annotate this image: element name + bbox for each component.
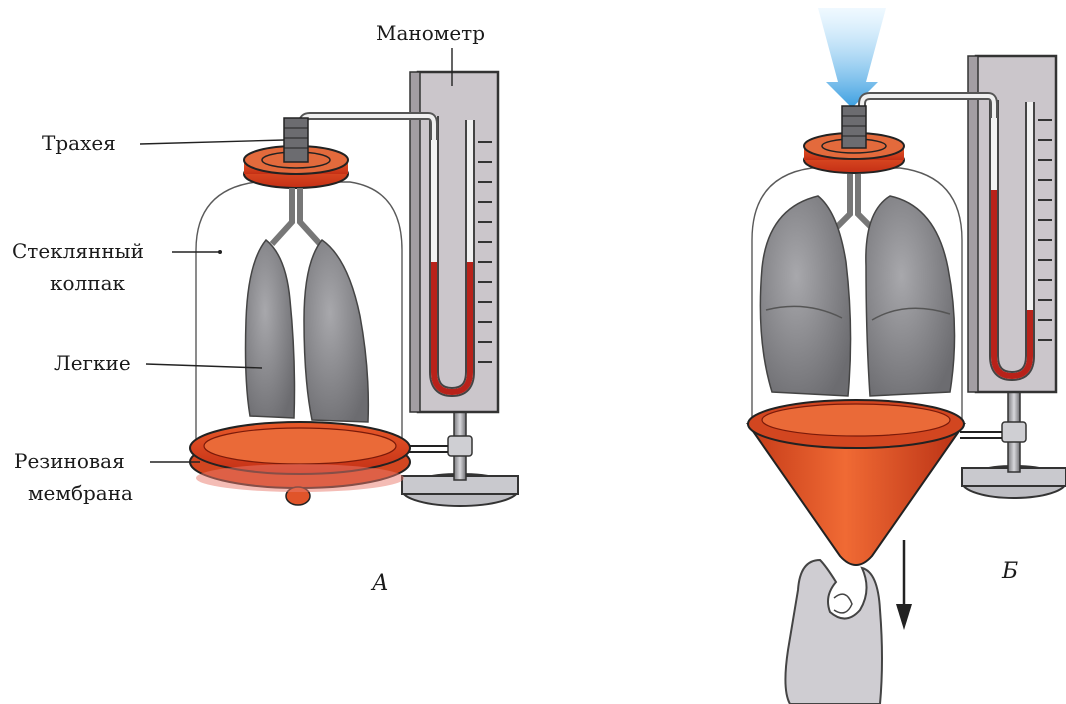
trachea-b	[842, 106, 866, 148]
lungs-label: Легкие	[54, 351, 131, 375]
bell-jar-label-line1: Стеклянный	[12, 239, 144, 263]
bell-jar-label-line2: колпак	[50, 271, 126, 295]
caption-a: А	[370, 571, 389, 596]
manometer-label: Манометр	[376, 21, 485, 45]
caption-b: Б	[1001, 559, 1018, 584]
right-lung-b	[866, 196, 955, 396]
left-lung-b	[760, 196, 850, 396]
trachea-label: Трахея	[42, 131, 116, 155]
hand	[785, 560, 882, 704]
membrane-label-line1: Резиновая	[14, 449, 125, 473]
apparatus-a	[190, 48, 518, 506]
apparatus-b	[748, 8, 1066, 704]
right-lung-a	[304, 240, 368, 422]
trachea-a	[284, 118, 308, 162]
left-lung-a	[246, 240, 295, 418]
manometer-b	[960, 56, 1066, 498]
membrane-label-line2: мембрана	[28, 481, 133, 505]
